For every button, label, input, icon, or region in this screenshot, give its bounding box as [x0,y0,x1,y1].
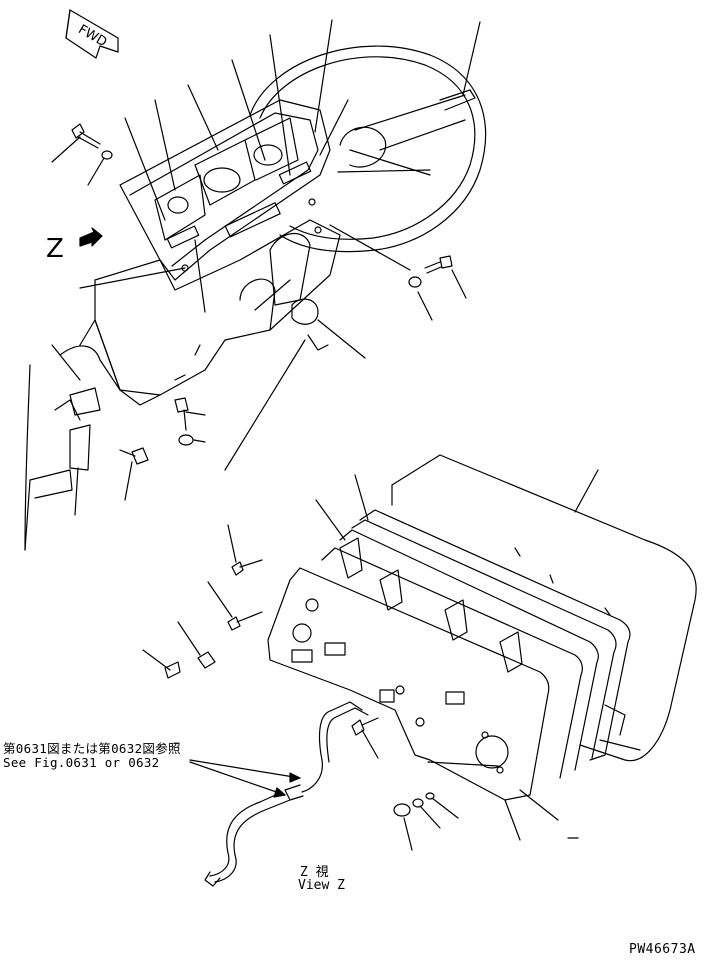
washer-lower-center [179,435,193,445]
panel-gaskets [322,510,630,778]
screw-top [232,560,262,575]
leader-lines-lower [143,470,598,850]
bolt-upper-left [72,124,100,148]
leader-lines-upper [52,20,480,515]
fwd-direction-tag: FWD [66,10,118,58]
screw-lower [352,718,378,735]
z-view-label: Z [46,234,64,264]
washer-right [409,277,421,287]
panel-clips [340,538,522,672]
nut [394,793,434,816]
bulb-socket [165,652,215,678]
washer-upper-left [102,151,112,159]
instrument-base-plate [268,568,549,800]
reference-note-en: See Fig.0631 or 0632 [3,755,160,770]
steering-wheel [250,46,486,252]
bolt-lower-center [175,398,188,430]
view-caption-en: View Z [298,878,345,893]
bolt-lower-left [120,448,148,464]
reference-arrows [190,760,300,797]
wire-harness [205,702,368,886]
dashboard-assembly [25,20,486,550]
reference-note-jp: 第0631図または第0632図参照 [3,741,181,756]
instrument-panel-view-z [143,455,696,886]
dashboard-panel [120,100,330,280]
fwd-label: FWD [75,22,109,50]
drawing-code: PW46673A [629,942,696,957]
panel-housing [392,455,696,761]
z-view-arrow [80,228,102,246]
view-caption-jp: Z 視 [300,865,329,880]
screw-middle [228,612,262,630]
bolt-right [425,256,452,273]
console-body [60,220,340,405]
relay-bracket [25,365,100,550]
